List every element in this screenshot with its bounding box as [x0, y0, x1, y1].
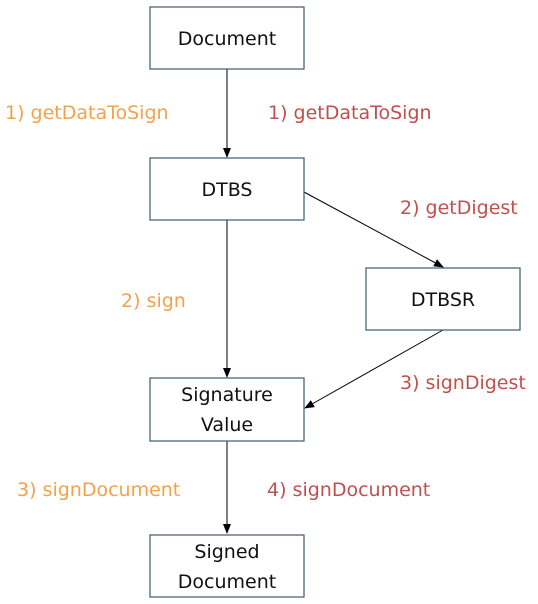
node-signature-value: Signature Value: [149, 377, 305, 442]
dtbsr-label: DTBSR: [411, 289, 475, 311]
signed-document-label-line-1: Signed: [194, 541, 259, 563]
edges: [223, 69, 444, 534]
label-red-sign-digest: 3) signDigest: [400, 372, 526, 394]
label-red-sign-document: 4) signDocument: [267, 479, 430, 501]
node-signed-document: Signed Document: [149, 534, 305, 598]
node-dtbsr: DTBSR: [365, 267, 521, 331]
label-orange-sign-document: 3) signDocument: [17, 479, 180, 501]
node-document: Document: [149, 6, 305, 70]
document-label: Document: [178, 28, 276, 50]
label-orange-get-data-to-sign: 1) getDataToSign: [5, 102, 169, 124]
edge-dtbsr-to-signature-value: [304, 329, 444, 409]
signature-value-label-line-1: Signature: [181, 384, 273, 406]
signature-value-box: [149, 377, 305, 442]
document-box: [149, 6, 305, 70]
edge-labels: 1) getDataToSign 1) getDataToSign 2) get…: [5, 102, 526, 501]
signed-document-box: [149, 534, 305, 598]
label-red-get-digest: 2) getDigest: [400, 197, 518, 219]
label-red-get-data-to-sign: 1) getDataToSign: [268, 102, 432, 124]
edge-dtbs-to-dtbsr: [303, 191, 444, 268]
dtbs-label: DTBS: [202, 179, 253, 201]
dtbsr-box: [365, 267, 521, 331]
signed-document-label-line-2: Document: [178, 571, 276, 593]
label-orange-sign: 2) sign: [121, 290, 186, 312]
signature-value-label-line-2: Value: [201, 414, 253, 436]
dtbs-box: [149, 157, 305, 221]
node-dtbs: DTBS: [149, 157, 305, 221]
